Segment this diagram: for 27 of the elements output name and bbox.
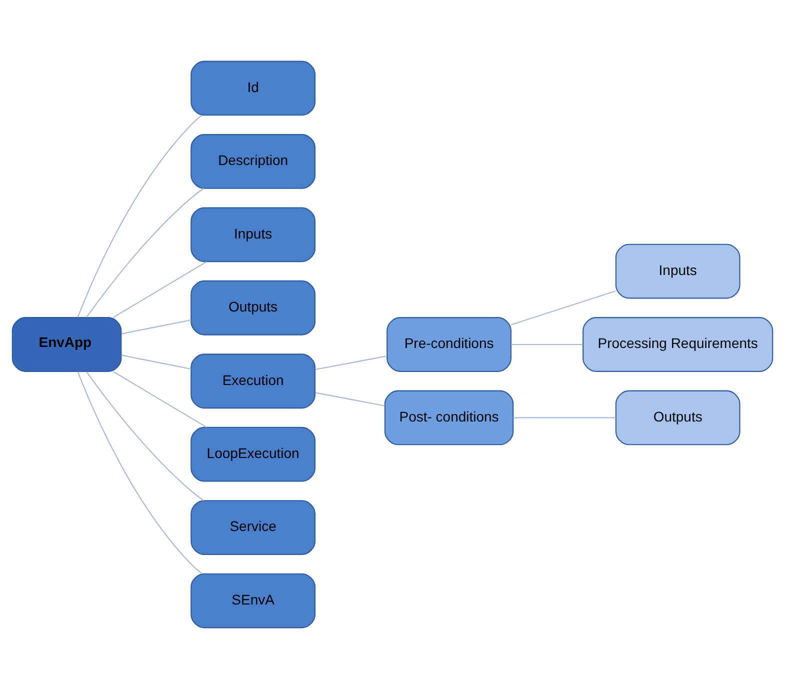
node-box: Service (190, 500, 316, 555)
node-box: Inputs (190, 207, 316, 262)
node-box: Inputs (615, 244, 740, 299)
connector (513, 417, 616, 418)
node-box: Description (190, 134, 316, 189)
node-box: Processing Requirements (582, 317, 774, 372)
node-box: Post- conditions (384, 390, 514, 446)
node-box: Id (190, 60, 316, 116)
node-box: Pre-conditions (386, 317, 512, 372)
node-box: SEnvA (190, 573, 316, 628)
connector (315, 355, 388, 370)
connector (511, 344, 583, 346)
connector (122, 319, 192, 334)
connector (315, 392, 385, 406)
node-box: Outputs (615, 390, 740, 446)
connector (86, 188, 204, 318)
node-box: EnvApp (12, 317, 122, 372)
connector (86, 371, 204, 502)
connector (77, 114, 202, 318)
connector (122, 354, 192, 370)
connector (510, 290, 616, 326)
connector (113, 371, 207, 428)
node-box: LoopExecution (190, 426, 316, 482)
node-box: Execution (190, 354, 316, 409)
connector (113, 261, 207, 318)
node-box: Outputs (190, 280, 316, 336)
connector (77, 372, 202, 574)
